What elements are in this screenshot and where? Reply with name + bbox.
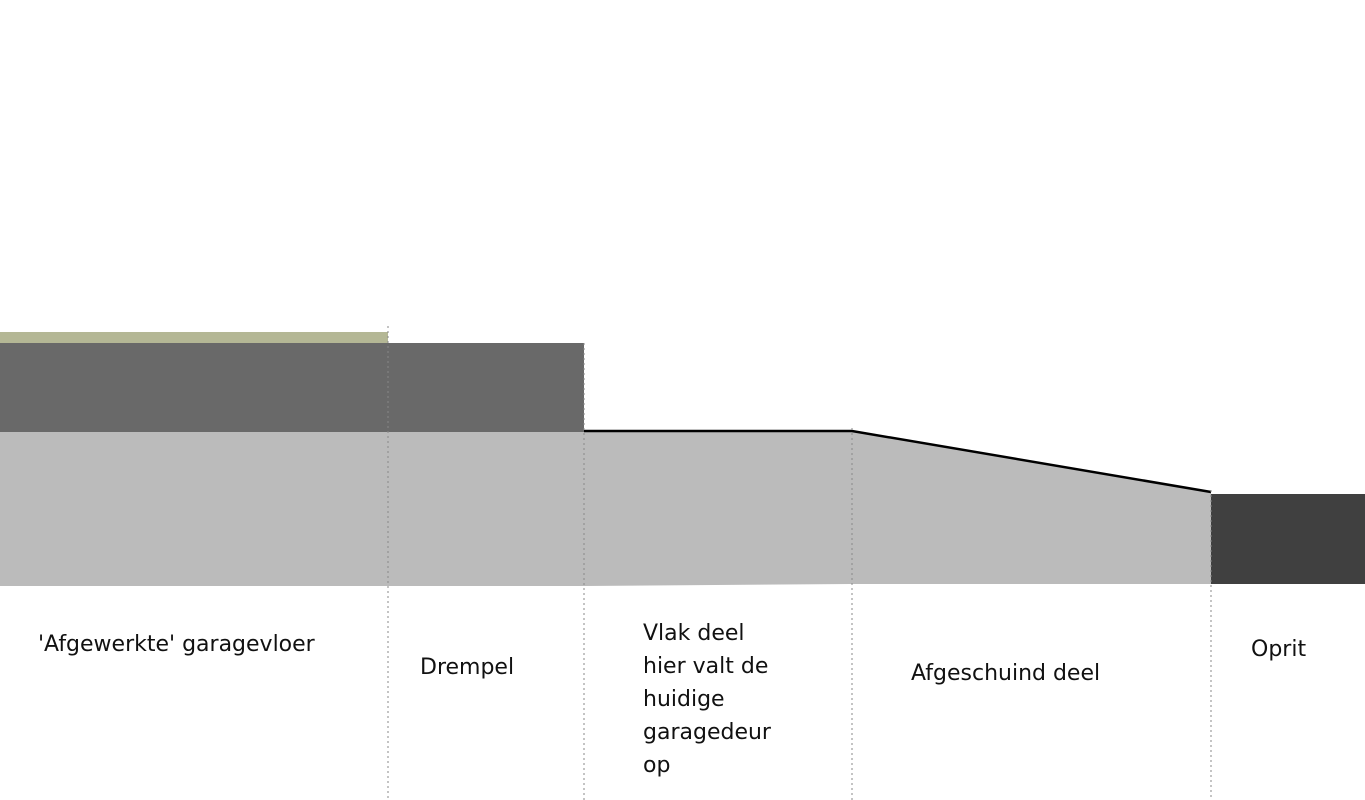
finish-layer xyxy=(0,332,388,343)
label-driveway: Oprit xyxy=(1251,637,1307,662)
screed-layer xyxy=(0,343,584,432)
label-garage-floor: 'Afgewerkte' garagevloer xyxy=(38,632,315,657)
label-flat-line: hier valt de xyxy=(643,654,769,679)
section-dividers xyxy=(387,326,1212,800)
surface-outline xyxy=(584,429,1212,494)
label-flat-line: huidige xyxy=(643,687,725,712)
label-threshold: Drempel xyxy=(420,655,515,680)
label-flat-line: op xyxy=(643,753,671,778)
base-layer xyxy=(0,431,1211,586)
label-flat-line: Vlak deel xyxy=(643,621,745,646)
label-flat-line: garagedeur xyxy=(643,720,771,745)
label-flat-part: Vlak deel hier valt de huidige garagedeu… xyxy=(643,617,783,782)
label-chamfered-part: Afgeschuind deel xyxy=(911,661,1101,686)
driveway-block xyxy=(1211,494,1365,584)
